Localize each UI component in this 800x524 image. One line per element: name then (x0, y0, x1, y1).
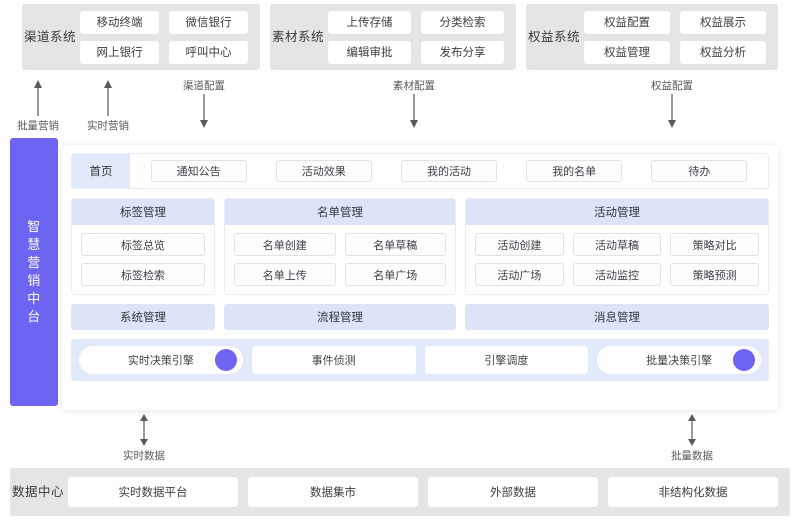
arrow-label: 渠道配置 (183, 80, 225, 92)
data-center-item[interactable]: 实时数据平台 (68, 477, 238, 507)
system-item[interactable]: 上传存储 (328, 10, 411, 34)
platform-sidebar: 智慧营销中台 (10, 138, 58, 406)
tab-todo[interactable]: 待办 (651, 160, 748, 182)
data-center-title: 数据中心 (11, 484, 64, 499)
system-item[interactable]: 权益分析 (680, 40, 766, 64)
system-item[interactable]: 权益配置 (584, 10, 670, 34)
bar-system-management[interactable]: 系统管理 (71, 304, 215, 330)
arrow-down-icon (410, 94, 418, 128)
system-block-rights-items: 权益配置 权益展示 权益管理 权益分析 (582, 2, 778, 73)
system-block-channel-items: 移动终端 微信银行 网上银行 呼叫中心 (78, 2, 260, 73)
data-center-item[interactable]: 数据集市 (248, 477, 418, 507)
arrow-up-icon (104, 80, 112, 116)
system-block-material: 素材系统 上传存储 分类检索 编辑审批 发布分享 (270, 4, 516, 70)
panel-items: 标签总览 标签检索 (72, 225, 214, 294)
engine-status-dot-icon (733, 349, 755, 371)
arrow-up-icon (34, 80, 42, 116)
panel-item[interactable]: 标签检索 (81, 263, 205, 286)
system-block-rights-title: 权益系统 (527, 29, 580, 44)
engine-scheduling[interactable]: 引擎调度 (424, 346, 589, 374)
system-block-rights: 权益系统 权益配置 权益展示 权益管理 权益分析 (526, 4, 778, 70)
panel-row-secondary: 系统管理 流程管理 消息管理 (71, 304, 769, 330)
panel-items: 名单创建 名单草稿 名单上传 名单广场 (225, 225, 455, 294)
arrow-label: 实时营销 (87, 120, 129, 132)
tab-my-lists[interactable]: 我的名单 (526, 160, 623, 182)
tab-notice[interactable]: 通知公告 (150, 160, 247, 182)
panel-item[interactable]: 活动监控 (572, 263, 662, 286)
data-center-block: 数据中心 实时数据平台 数据集市 外部数据 非结构化数据 (10, 468, 790, 516)
platform-tab-row: 首页 通知公告 活动效果 我的活动 我的名单 待办 (71, 153, 769, 189)
arrow-down-icon (200, 94, 208, 128)
panel-campaign-management: 活动管理 活动创建 活动草稿 策略对比 活动广场 活动监控 策略预测 (465, 198, 769, 295)
panel-title: 名单管理 (225, 199, 455, 225)
system-item[interactable]: 编辑审批 (328, 40, 411, 64)
system-item[interactable]: 移动终端 (80, 10, 159, 34)
panel-list-management: 名单管理 名单创建 名单草稿 名单上传 名单广场 (224, 198, 456, 295)
data-center-item[interactable]: 外部数据 (428, 477, 598, 507)
tab-campaign-effect[interactable]: 活动效果 (275, 160, 372, 182)
panel-item[interactable]: 名单草稿 (344, 233, 446, 256)
panel-tag-management: 标签管理 标签总览 标签检索 (71, 198, 215, 295)
system-item[interactable]: 分类检索 (421, 10, 504, 34)
panel-item[interactable]: 活动草稿 (572, 233, 662, 256)
tab-list: 通知公告 活动效果 我的活动 我的名单 待办 (130, 160, 768, 182)
tab-home[interactable]: 首页 (72, 154, 130, 188)
data-center-items: 实时数据平台 数据集市 外部数据 非结构化数据 (66, 477, 790, 507)
system-item[interactable]: 微信银行 (169, 10, 248, 34)
system-block-channel-title: 渠道系统 (23, 29, 76, 44)
arrow-label: 素材配置 (393, 80, 435, 92)
system-item[interactable]: 权益管理 (584, 40, 670, 64)
panel-row-primary: 标签管理 标签总览 标签检索 名单管理 名单创建 名单草稿 名单上传 名单广场 … (71, 198, 769, 295)
arrow-label: 实时数据 (123, 450, 165, 462)
panel-title: 标签管理 (72, 199, 214, 225)
tab-my-campaigns[interactable]: 我的活动 (400, 160, 497, 182)
panel-item[interactable]: 策略对比 (670, 233, 759, 256)
system-item[interactable]: 呼叫中心 (169, 40, 248, 64)
arrow-label: 批量数据 (671, 450, 713, 462)
arrow-bidirectional-icon (688, 414, 696, 446)
data-center-item[interactable]: 非结构化数据 (608, 477, 778, 507)
engine-realtime-decision[interactable]: 实时决策引擎 (79, 346, 243, 374)
platform-sidebar-title: 智慧营销中台 (27, 219, 41, 324)
engine-status-dot-icon (214, 349, 237, 371)
panel-items: 活动创建 活动草稿 策略对比 活动广场 活动监控 策略预测 (466, 225, 768, 294)
panel-item[interactable]: 名单上传 (234, 263, 336, 286)
system-block-material-title: 素材系统 (271, 29, 324, 44)
system-item[interactable]: 权益展示 (680, 10, 766, 34)
engine-batch-decision[interactable]: 批量决策引擎 (597, 346, 761, 374)
engine-label: 批量决策引擎 (646, 355, 713, 367)
system-block-channel: 渠道系统 移动终端 微信银行 网上银行 呼叫中心 (22, 4, 260, 70)
system-item[interactable]: 网上银行 (80, 40, 159, 64)
arrow-label: 批量营销 (17, 120, 59, 132)
engine-row: 实时决策引擎 事件侦测 引擎调度 批量决策引擎 (71, 339, 769, 381)
engine-label: 引擎调度 (484, 355, 529, 367)
bar-message-management[interactable]: 消息管理 (465, 304, 769, 330)
system-block-material-items: 上传存储 分类检索 编辑审批 发布分享 (326, 2, 516, 73)
panel-item[interactable]: 名单创建 (234, 233, 336, 256)
panel-item[interactable]: 标签总览 (81, 233, 205, 256)
panel-item[interactable]: 活动创建 (475, 233, 564, 256)
engine-label: 实时决策引擎 (127, 355, 194, 367)
engine-label: 事件侦测 (311, 355, 356, 367)
panel-item[interactable]: 名单广场 (344, 263, 446, 286)
arrow-down-icon (668, 94, 676, 128)
bar-process-management[interactable]: 流程管理 (224, 304, 456, 330)
panel-title: 活动管理 (466, 199, 768, 225)
platform-main-card: 首页 通知公告 活动效果 我的活动 我的名单 待办 标签管理 标签总览 标签检索… (62, 145, 778, 410)
arrow-bidirectional-icon (140, 414, 148, 446)
engine-event-detection[interactable]: 事件侦测 (251, 346, 416, 374)
arrow-label: 权益配置 (651, 80, 693, 92)
system-item[interactable]: 发布分享 (421, 40, 504, 64)
panel-item[interactable]: 活动广场 (475, 263, 564, 286)
panel-item[interactable]: 策略预测 (670, 263, 759, 286)
